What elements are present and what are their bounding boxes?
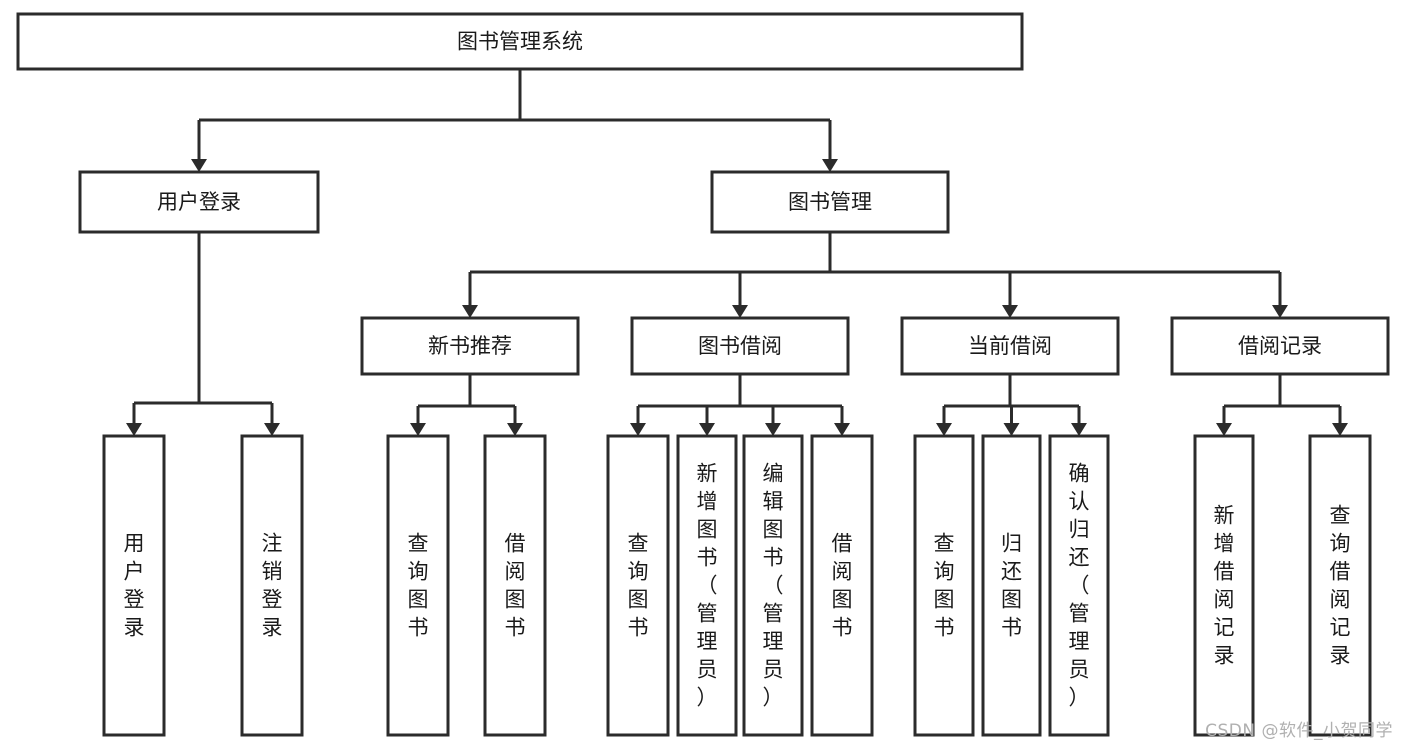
node-leaf-confirm-return[interactable]: 确认归还（管理员） <box>1048 434 1110 737</box>
node-label-leaf-return-book: 归还图书 <box>1001 532 1022 640</box>
node-label-book-borrow: 图书借阅 <box>698 334 782 358</box>
node-label-leaf-query-book-2: 查询图书 <box>628 532 649 640</box>
arrow-head-icon <box>699 423 715 436</box>
arrow-head-icon <box>1272 305 1288 318</box>
node-layer: 图书管理系统用户登录图书管理新书推荐图书借阅当前借阅借阅记录用户登录注销登录查询… <box>16 12 1390 737</box>
arrow-head-icon <box>732 305 748 318</box>
node-leaf-add-book[interactable]: 新增图书（管理员） <box>676 434 738 737</box>
node-box-leaf-return-book <box>981 434 1042 737</box>
node-box-leaf-borrow-book-2 <box>810 434 874 737</box>
node-leaf-user-login[interactable]: 用户登录 <box>102 434 166 737</box>
arrow-head-icon <box>1216 423 1232 436</box>
node-label-leaf-query-book-3: 查询图书 <box>934 532 955 640</box>
arrow-head-icon <box>1071 423 1087 436</box>
node-label-leaf-query-book-1: 查询图书 <box>408 532 429 640</box>
arrow-head-icon <box>822 159 838 172</box>
arrow-head-icon <box>410 423 426 436</box>
node-leaf-add-record[interactable]: 新增借阅记录 <box>1193 434 1255 737</box>
node-leaf-return-book[interactable]: 归还图书 <box>981 434 1042 737</box>
node-box-leaf-edit-book <box>742 434 804 737</box>
node-box-leaf-confirm-return <box>1048 434 1110 737</box>
arrow-head-icon <box>936 423 952 436</box>
arrow-head-icon <box>507 423 523 436</box>
node-book-borrow[interactable]: 图书借阅 <box>630 316 850 376</box>
node-box-root <box>16 12 1024 71</box>
node-label-book-manage: 图书管理 <box>788 190 872 214</box>
node-leaf-borrow-book-1[interactable]: 借阅图书 <box>483 434 547 737</box>
node-box-leaf-logout <box>240 434 304 737</box>
node-label-leaf-borrow-book-2: 借阅图书 <box>832 532 853 640</box>
node-box-leaf-query-book-1 <box>386 434 450 737</box>
node-box-leaf-query-book-2 <box>606 434 670 737</box>
node-box-leaf-add-record <box>1193 434 1255 737</box>
arrow-head-icon <box>191 159 207 172</box>
arrow-head-icon <box>1003 423 1020 436</box>
node-box-leaf-query-book-3 <box>913 434 975 737</box>
connector-layer <box>126 69 1348 436</box>
node-label-current-borrow: 当前借阅 <box>968 334 1052 358</box>
node-box-user-login <box>78 170 320 234</box>
arrow-head-icon <box>126 423 142 436</box>
node-user-login[interactable]: 用户登录 <box>78 170 320 234</box>
node-box-new-book-recommend <box>360 316 580 376</box>
node-new-book-recommend[interactable]: 新书推荐 <box>360 316 580 376</box>
node-label-root: 图书管理系统 <box>457 30 583 54</box>
node-root[interactable]: 图书管理系统 <box>16 12 1024 71</box>
node-box-borrow-record <box>1170 316 1390 376</box>
node-label-leaf-borrow-book-1: 借阅图书 <box>505 532 526 640</box>
arrow-head-icon <box>834 423 850 436</box>
node-book-manage[interactable]: 图书管理 <box>710 170 950 234</box>
arrow-head-icon <box>1002 305 1018 318</box>
node-leaf-edit-book[interactable]: 编辑图书（管理员） <box>742 434 804 737</box>
node-leaf-borrow-book-2[interactable]: 借阅图书 <box>810 434 874 737</box>
node-box-leaf-query-record <box>1308 434 1372 737</box>
node-leaf-query-book-1[interactable]: 查询图书 <box>386 434 450 737</box>
node-label-borrow-record: 借阅记录 <box>1238 334 1322 358</box>
node-leaf-query-record[interactable]: 查询借阅记录 <box>1308 434 1372 737</box>
node-label-leaf-edit-book: 编辑图书（管理员） <box>763 462 784 710</box>
node-current-borrow[interactable]: 当前借阅 <box>900 316 1120 376</box>
node-leaf-query-book-2[interactable]: 查询图书 <box>606 434 670 737</box>
node-label-leaf-add-book: 新增图书（管理员） <box>697 462 718 710</box>
arrow-head-icon <box>765 423 781 436</box>
arrow-head-icon <box>630 423 646 436</box>
node-borrow-record[interactable]: 借阅记录 <box>1170 316 1390 376</box>
node-leaf-query-book-3[interactable]: 查询图书 <box>913 434 975 737</box>
arrow-head-icon <box>462 305 478 318</box>
node-label-leaf-user-login: 用户登录 <box>124 532 145 640</box>
node-box-book-manage <box>710 170 950 234</box>
arrow-head-icon <box>264 423 280 436</box>
node-label-user-login: 用户登录 <box>157 190 241 214</box>
node-box-leaf-add-book <box>676 434 738 737</box>
node-box-leaf-user-login <box>102 434 166 737</box>
node-label-leaf-logout: 注销登录 <box>262 532 283 640</box>
arrow-head-icon <box>1332 423 1348 436</box>
node-label-leaf-confirm-return: 确认归还（管理员） <box>1069 462 1090 710</box>
node-label-leaf-add-record: 新增借阅记录 <box>1214 504 1235 668</box>
node-label-leaf-query-record: 查询借阅记录 <box>1330 504 1351 668</box>
node-box-current-borrow <box>900 316 1120 376</box>
node-leaf-logout[interactable]: 注销登录 <box>240 434 304 737</box>
node-box-book-borrow <box>630 316 850 376</box>
node-label-new-book-recommend: 新书推荐 <box>428 334 512 358</box>
node-box-leaf-borrow-book-1 <box>483 434 547 737</box>
